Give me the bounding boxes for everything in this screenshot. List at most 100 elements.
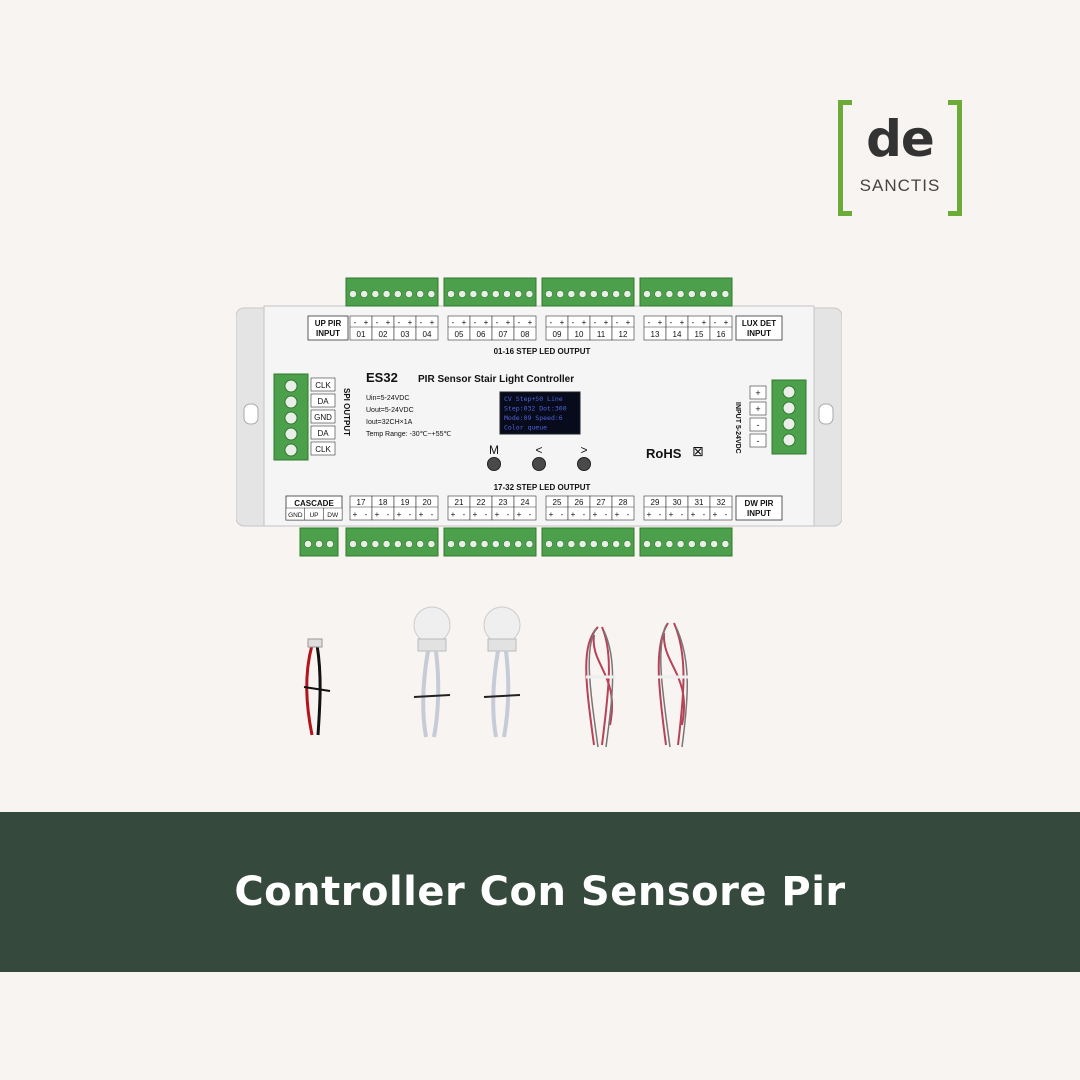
svg-text:+: + [484,318,489,327]
channel-label: 32 [717,498,726,507]
power-lead-cable [303,638,331,736]
extension-cable-2 [657,622,688,748]
svg-text:-: - [550,318,553,327]
spi-pin-label: DA [317,429,329,438]
channel-label: 25 [553,498,562,507]
channel-label: 13 [651,330,660,339]
svg-text:-: - [616,318,619,327]
svg-text:+: + [462,318,467,327]
svg-text:+: + [419,510,424,519]
pir-sensor-2 [483,606,521,738]
svg-text:+: + [669,510,674,519]
caption-banner: Controller Con Sensore Pir [0,812,1080,972]
channel-label: 05 [455,330,464,339]
device-button [487,457,501,471]
channel-label: 02 [379,330,388,339]
svg-text:+: + [353,510,358,519]
svg-text:-: - [561,510,564,519]
svg-text:+: + [473,510,478,519]
svg-text:LUX DET: LUX DET [742,319,776,328]
svg-text:+: + [560,318,565,327]
channel-label: 19 [401,498,410,507]
channel-label: 23 [499,498,508,507]
channel-label: 01 [357,330,366,339]
channel-label: 21 [455,498,464,507]
cascade-pin-label: DW [327,512,339,519]
svg-text:-: - [703,510,706,519]
spec-line: Uin=5-24VDC [366,395,409,402]
accessory-cables-photo [290,605,710,765]
svg-text:INPUT: INPUT [747,509,771,518]
channel-label: 29 [651,498,660,507]
channel-label: 28 [619,498,628,507]
channel-label: 09 [553,330,562,339]
svg-text:DW PIR: DW PIR [745,499,774,508]
svg-text:+: + [582,318,587,327]
spi-pin-label: CLK [315,445,331,454]
spi-pin-label: CLK [315,381,331,390]
top-terminal-blocks [345,277,733,307]
svg-text:-: - [474,318,477,327]
channel-label: 14 [673,330,682,339]
input-pin-label: - [757,420,760,430]
bottom-output-label: 17-32 STEP LED OUTPUT [494,483,591,492]
svg-text:+: + [615,510,620,519]
svg-text:-: - [452,318,455,327]
svg-text:INPUT: INPUT [316,329,340,338]
svg-text:+: + [506,318,511,327]
svg-text:+: + [397,510,402,519]
logo-main-text: de [866,110,935,168]
spi-pin-label: DA [317,397,329,406]
svg-text:+: + [408,318,413,327]
svg-text:-: - [463,510,466,519]
input-pin-label: + [755,388,760,398]
brand-logo: de SANCTIS [838,100,962,220]
top-output-label: 01-16 STEP LED OUTPUT [494,347,591,356]
controller-device-photo: UP PIR INPUT LUX DET INPUT 01-+02-+03-+0… [236,276,842,558]
svg-text:-: - [376,318,379,327]
svg-text:-: - [485,510,488,519]
spec-line: Temp Range: -30℃~+55℃ [366,431,452,438]
channel-label: 31 [695,498,704,507]
svg-text:+: + [451,510,456,519]
svg-text:-: - [496,318,499,327]
logo-bracket-right [948,100,962,216]
channel-label: 04 [423,330,432,339]
channel-label: 12 [619,330,628,339]
svg-text:SPI OUTPUT: SPI OUTPUT [342,388,351,436]
svg-text:+: + [680,318,685,327]
svg-text:+: + [386,318,391,327]
channel-label: 08 [521,330,530,339]
channel-label: 11 [597,330,606,339]
svg-text:+: + [691,510,696,519]
channel-label: 15 [695,330,704,339]
device-button [577,457,591,471]
channel-label: 27 [597,498,606,507]
screen-line: Mode:09 Speed:6 [504,414,563,422]
svg-text:+: + [430,318,435,327]
svg-text:-: - [692,318,695,327]
svg-text:+: + [626,318,631,327]
channel-label: 17 [357,498,366,507]
button-label: M [489,443,499,457]
spec-line: Uout=5-24VDC [366,407,414,414]
svg-text:+: + [593,510,598,519]
svg-text:+: + [658,318,663,327]
bottom-terminal-blocks [299,527,733,557]
channel-label: 16 [717,330,726,339]
svg-text:-: - [659,510,662,519]
svg-text:+: + [528,318,533,327]
channel-label: 06 [477,330,486,339]
svg-text:-: - [387,510,390,519]
svg-text:+: + [571,510,576,519]
model-label: ES32 [366,370,398,385]
svg-text:INPUT: INPUT [747,329,771,338]
input-pin-label: + [755,404,760,414]
channel-label: 30 [673,498,682,507]
rohs-mark: RoHS [646,446,682,461]
svg-text:-: - [507,510,510,519]
svg-text:-: - [572,318,575,327]
svg-text:-: - [605,510,608,519]
channel-label: 24 [521,498,530,507]
extension-cable-1 [585,626,616,748]
